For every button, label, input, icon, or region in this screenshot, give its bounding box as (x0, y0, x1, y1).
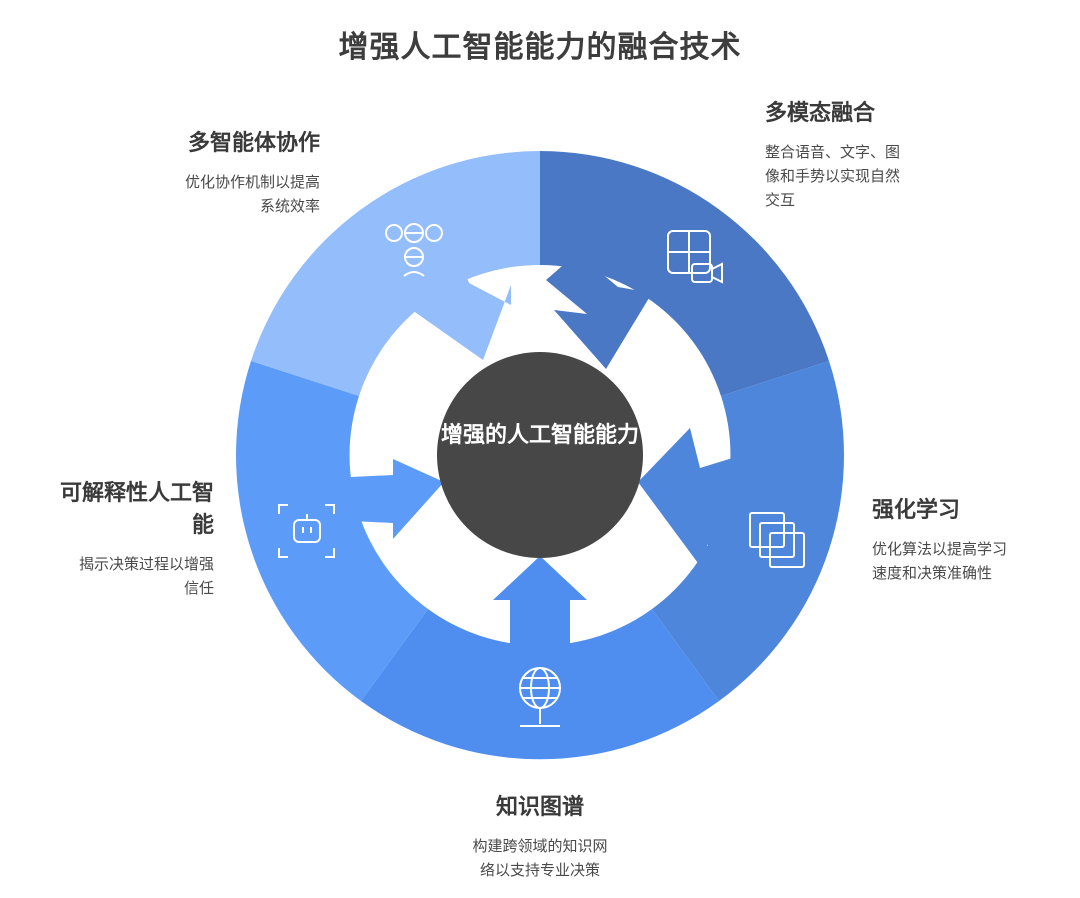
people-group-icon (385, 223, 443, 277)
label-multi-agent: 多智能体协作 优化协作机制以提高 系统效率 (120, 128, 320, 218)
diagram-title: 增强人工智能能力的融合技术 (338, 30, 742, 65)
heading-line: 能 (191, 513, 214, 538)
arrow-explainable-ai (330, 459, 444, 539)
center-label: 增强的人工智能能力 (440, 420, 640, 452)
label-multimodal: 多模态融合 整合语音、文字、图 像和手势以实现自然 交互 (765, 98, 965, 212)
label-knowledge-graph: 知识图谱 构建跨领域的知识网 络以支持专业决策 (440, 792, 640, 882)
heading-line: 可解释性人工智 (59, 481, 214, 506)
desc-multimodal: 整合语音、文字、图 像和手势以实现自然 交互 (765, 140, 965, 212)
center-label-text: 增强的人工智能能力 (440, 423, 639, 448)
desc-line: 速度和决策准确性 (872, 564, 993, 582)
robot-face-icon (278, 504, 335, 558)
desc-multi-agent: 优化协作机制以提高 系统效率 (120, 170, 320, 218)
stacked-squares-icon (749, 512, 805, 568)
arrow-multimodal (546, 253, 652, 369)
desc-line: 像和手势以实现自然 (765, 167, 901, 185)
desc-line: 络以支持专业决策 (479, 861, 600, 879)
desc-line: 整合语音、文字、图 (765, 143, 901, 161)
desc-reinforcement: 优化算法以提高学习 速度和决策准确性 (872, 537, 1062, 585)
desc-knowledge-graph: 构建跨领域的知识网 络以支持专业决策 (440, 834, 640, 882)
arrow-knowledge-graph (493, 556, 587, 668)
arrow-multi-agent (395, 260, 511, 360)
globe-stand-icon (519, 667, 561, 727)
heading-knowledge-graph: 知识图谱 (495, 795, 584, 820)
desc-line: 构建跨领域的知识网 (472, 837, 608, 855)
heading-multi-agent: 多智能体协作 (187, 131, 320, 156)
label-reinforcement: 强化学习 优化算法以提高学习 速度和决策准确性 (872, 495, 1062, 585)
segment-knowledge-graph (361, 609, 719, 760)
desc-line: 交互 (765, 191, 796, 209)
arrow-reinforcement (638, 428, 760, 582)
segment-multi-agent (251, 151, 540, 396)
segment-explainable-ai (236, 361, 428, 701)
desc-line: 信任 (183, 579, 214, 597)
center-circle (437, 352, 643, 558)
heading-explainable-ai: 可解释性人工智 能 (20, 478, 214, 542)
desc-line: 优化协作机制以提高 (184, 173, 320, 191)
heading-multimodal: 多模态融合 (765, 101, 876, 126)
desc-line: 揭示决策过程以增强 (78, 555, 214, 573)
desc-explainable-ai: 揭示决策过程以增强 信任 (20, 552, 214, 600)
heading-reinforcement: 强化学习 (872, 498, 961, 523)
label-explainable-ai: 可解释性人工智 能 揭示决策过程以增强 信任 (20, 478, 214, 600)
layout-video-icon (667, 230, 723, 284)
desc-line: 优化算法以提高学习 (872, 540, 1008, 558)
desc-line: 系统效率 (259, 197, 320, 215)
